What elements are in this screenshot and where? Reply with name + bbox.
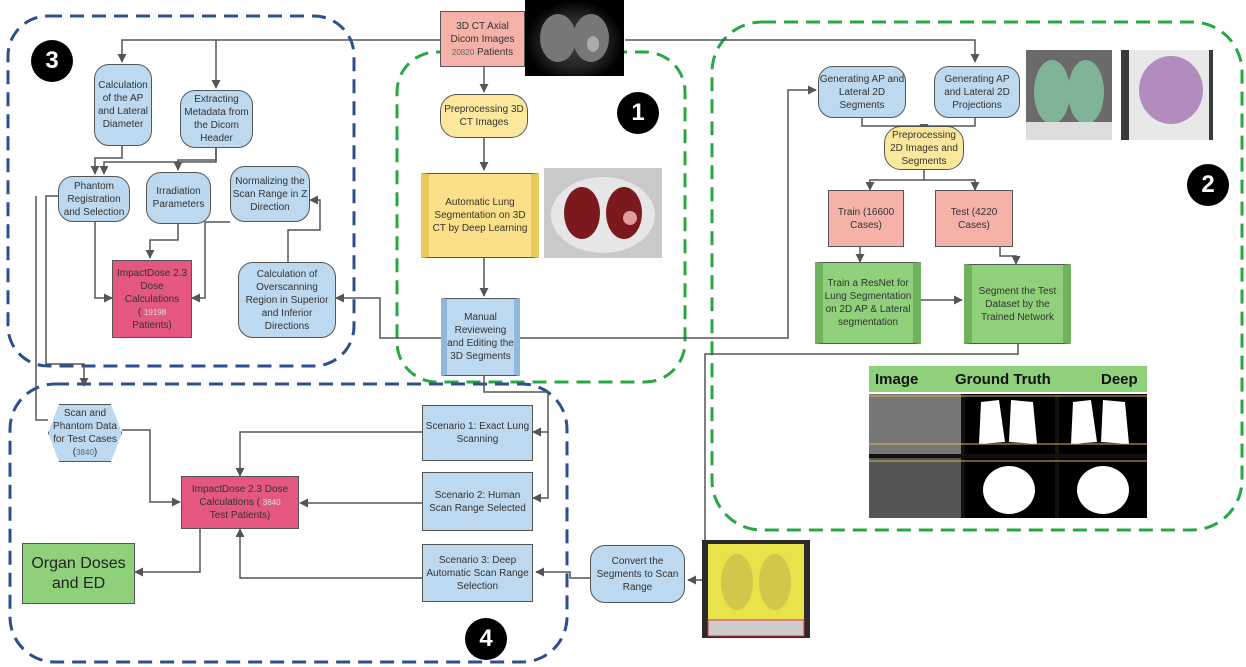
arrow-test-to-segment (999, 247, 1021, 265)
badge-2: 2 (1187, 164, 1229, 206)
segment-test-node: Segment the Test Dataset by the Trained … (964, 264, 1071, 344)
region-1-outline (395, 50, 687, 384)
lateral-projection-image (1121, 50, 1213, 140)
arrow-extract-to-phantom (99, 148, 217, 175)
ct-images-node: 3D CT Axial Dicom Images 20820 Patients (440, 11, 525, 67)
arrow-s1-to-impact (235, 431, 422, 477)
scan-phantom-node: Scan and Phantom Data for Test Cases (38… (48, 404, 122, 462)
scan-phantom-count: 3840 (76, 448, 94, 457)
badge-1: 1 (617, 92, 659, 134)
scan-phantom-line1: Scan and Phantom Data for Test Cases (53, 408, 117, 445)
ct-line3: 20820 Patients (452, 46, 513, 59)
manual-review-node: Manual Revieweing and Editing the 3D Seg… (441, 298, 520, 376)
arrow-phantom-to-impact (94, 222, 113, 303)
arrow-manual-to-scenario2 (532, 432, 549, 503)
scenario2-node: Scenario 2: Human Scan Range Selected (422, 472, 533, 531)
preprocess-2d-node: Preprocessing 2D Images and Segments (884, 126, 964, 170)
region-4-outline (8, 382, 569, 664)
line-pre2d-split (865, 170, 925, 191)
region-3-outline (6, 14, 356, 368)
organ-doses-node: Organ Doses and ED (22, 543, 135, 604)
ct-segmentation-image (544, 168, 662, 258)
arrow-calc-to-phantom (90, 145, 123, 175)
train-resnet-node: Train a ResNet for Lung Segmentation on … (815, 262, 921, 344)
impact-bottom-line1: ImpactDose 2.3 Dose Calculations ( (191, 484, 289, 508)
ct-count: 20820 (451, 47, 475, 57)
impact-bottom-line2: Test Patients) (209, 510, 271, 521)
impact-bottom-count: 3840 (262, 498, 281, 507)
scenario1-node: Scenario 1: Exact Lung Scanning (422, 405, 533, 461)
impact-bottom-node: ImpactDose 2.3 Dose Calculations ( 3840 … (181, 476, 299, 529)
normalize-scan-node: Normalizing the Scan Range in Z Directio… (230, 166, 310, 222)
impact-top-line2: Patients) (132, 319, 172, 331)
arrow-scan-to-impact (122, 429, 181, 507)
convert-node: Convert the Segments to Scan Range (590, 545, 685, 603)
results-grid-image (869, 394, 1147, 518)
ct-line1: 3D CT Axial (456, 20, 509, 32)
arrow-phantom-to-scan (45, 195, 89, 387)
line-gen-merge (861, 118, 976, 127)
irradiation-node: Irradiation Parameters (146, 172, 211, 224)
arrow-manual-to-overscan (335, 293, 441, 339)
line-ct-left (117, 39, 440, 63)
badge-4: 4 (465, 618, 507, 660)
auto-seg-node: Automatic Lung Segmentation on 3D CT by … (421, 173, 539, 258)
results-col-deep: Deep (1101, 371, 1138, 388)
arrow-s3-to-impact (235, 528, 422, 579)
scan-range-image (702, 540, 810, 638)
arrow-manual-to-gen (520, 85, 817, 339)
arrow-extract-to-irradiation (173, 148, 217, 171)
region-2-outline (710, 20, 1244, 532)
train-node: Train (16600 Cases) (828, 190, 904, 247)
test-node: Test (4220 Cases) (935, 190, 1013, 247)
impact-bottom-line1-wrap: ImpactDose 2.3 Dose Calculations ( 3840 (182, 483, 298, 509)
results-col-ground-truth: Ground Truth (955, 371, 1051, 388)
impact-top-line1: ImpactDose 2.3 Dose Calculations (116, 267, 188, 305)
scan-phantom-count-wrap: (3840) (72, 447, 98, 458)
line-left-down (35, 196, 48, 421)
results-col-image: Image (875, 371, 919, 388)
arrow-overscan-to-normalize (287, 195, 321, 262)
ct-patients: Patients (476, 46, 514, 58)
calc-ap-node: Calculation of the AP and Lateral Diamet… (94, 64, 152, 146)
overscan-node: Calculation of Overscanning Region in Su… (238, 262, 336, 338)
gen-segments-node: Generating AP and Lateral 2D Segments (818, 66, 906, 118)
arrow-split-to-test (924, 179, 980, 191)
preprocess-3d-node: Preprocessing 3D CT Images (440, 94, 528, 138)
results-header: Image Ground Truth Deep (869, 366, 1147, 392)
line-ct-right (625, 39, 980, 63)
impact-top-node: ImpactDose 2.3 Dose Calculations ( 19198… (112, 260, 192, 338)
scenario3-node: Scenario 3: Deep Automatic Scan Range Se… (422, 544, 533, 602)
gen-projections-node: Generating AP and Lateral 2D Projections (934, 66, 1020, 118)
ap-projection-image (1026, 50, 1112, 140)
impact-top-count-wrap: ( 19198 (137, 306, 167, 318)
phantom-reg-node: Phantom Registration and Selection (58, 176, 130, 222)
arrow-normalize-to-impact (191, 221, 230, 303)
ct-axial-image (525, 0, 624, 76)
badge-3: 3 (31, 40, 73, 82)
extract-meta-node: Extracting Metadata from the Dicom Heade… (180, 90, 253, 148)
arrow-impact-to-organ (134, 529, 201, 577)
arrow-manual-to-scenarios (483, 376, 549, 437)
line-segment-down (704, 344, 1019, 540)
ct-line2: Dicom Images (450, 33, 515, 45)
arrow-irrad-to-impact (145, 224, 179, 259)
impact-top-count: 19198 (143, 307, 167, 317)
arrow-convert-to-s3 (535, 567, 592, 579)
